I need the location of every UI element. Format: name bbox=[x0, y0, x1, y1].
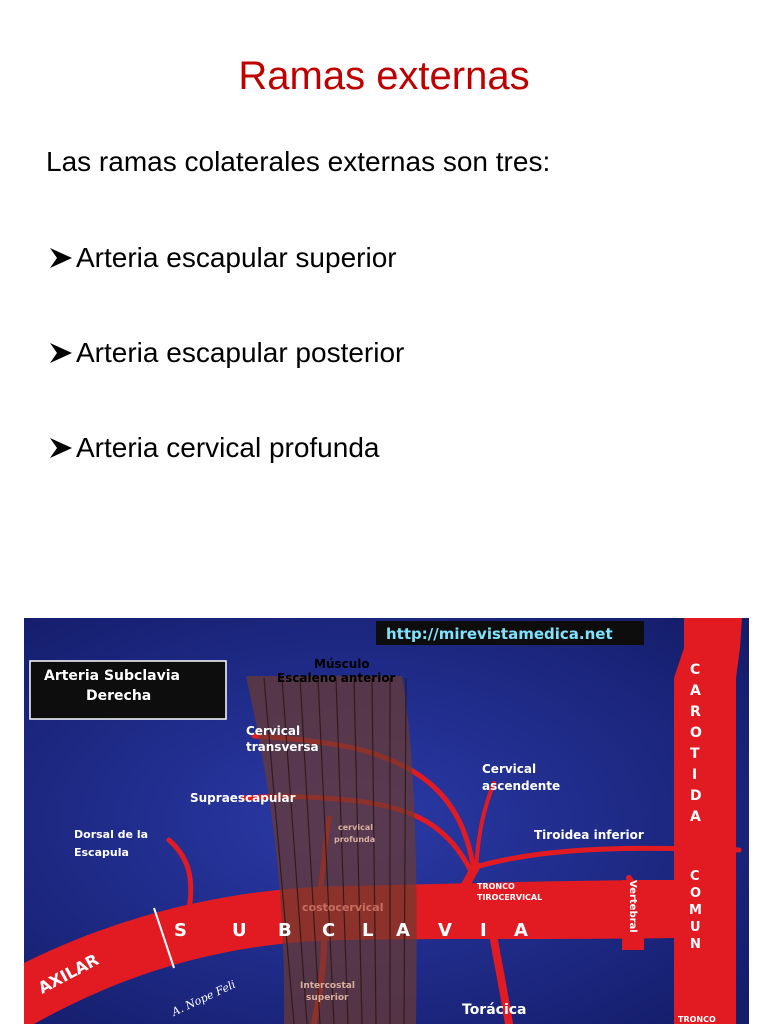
arrowhead-bullet-icon bbox=[50, 438, 72, 458]
subclavia-letter: A bbox=[514, 920, 528, 941]
bullet-item-cervical-profunda: Arteria cervical profunda bbox=[46, 428, 404, 468]
bullet-item-escapular-posterior: Arteria escapular posterior bbox=[46, 333, 404, 373]
carotida-letter: I bbox=[692, 767, 697, 783]
subclavia-letter: V bbox=[438, 920, 452, 941]
comun-letters: C O M U N bbox=[689, 869, 702, 952]
carotida-letter: T bbox=[690, 746, 700, 762]
label-toracica: Torácica bbox=[462, 1002, 527, 1018]
label-intercostal-1: Intercostal bbox=[300, 981, 355, 991]
branch-tiroidea-inferior bbox=[476, 845, 742, 869]
diagram-title-box bbox=[29, 660, 227, 720]
bullet-text: Arteria cervical profunda bbox=[76, 432, 380, 463]
label-tronco-1: TRONCO bbox=[477, 882, 515, 891]
bullet-list: Arteria escapular superior Arteria escap… bbox=[46, 238, 404, 523]
subclavia-letter: I bbox=[480, 920, 487, 941]
subclavia-letter: S bbox=[174, 920, 187, 941]
bullet-text: Arteria escapular posterior bbox=[76, 337, 405, 368]
label-musculo: Músculo bbox=[314, 657, 370, 671]
label-tronco-bottom: TRONCO bbox=[678, 1015, 716, 1024]
subclavia-letter: U bbox=[232, 920, 247, 941]
label-escaleno: Escaleno anterior bbox=[277, 671, 396, 685]
label-cervical-transversa-2: transversa bbox=[246, 740, 319, 754]
carotida-letter: C bbox=[690, 662, 700, 678]
label-dorsal-1: Dorsal de la bbox=[74, 828, 148, 841]
label-cervical-transversa-1: Cervical bbox=[246, 724, 300, 738]
carotida-letter: A bbox=[690, 809, 701, 825]
axilar-separator bbox=[153, 907, 175, 969]
label-cervical-ascendente-1: Cervical bbox=[482, 762, 536, 776]
label-cervical-ascendente-2: ascendente bbox=[482, 779, 560, 793]
branch-cervical-ascendente bbox=[474, 781, 496, 870]
subclavia-letter: C bbox=[322, 920, 335, 941]
subclavia-diagram: http://mirevistamedica.net Arteria Subcl… bbox=[24, 618, 749, 1024]
branch-toracica bbox=[490, 936, 513, 1024]
label-cervical-profunda-1: cervical bbox=[338, 823, 373, 832]
label-cervical-profunda-2: profunda bbox=[334, 835, 375, 844]
label-costocervical: costocervical bbox=[302, 901, 384, 914]
escaleno-anterior-muscle bbox=[246, 676, 417, 1024]
vertebral-vessel bbox=[622, 880, 644, 950]
carotida-letter: O bbox=[690, 725, 702, 741]
carotida-letter: A bbox=[690, 683, 701, 699]
label-tronco-2: TIROCERVICAL bbox=[477, 893, 542, 902]
arrowhead-bullet-icon bbox=[50, 343, 72, 363]
slide-title: Ramas externas bbox=[238, 54, 530, 98]
subclavia-letter: A bbox=[396, 920, 410, 941]
comun-letter: C bbox=[690, 869, 700, 884]
intro-text: Las ramas colaterales externas son tres: bbox=[46, 146, 551, 177]
subclavia-vessel bbox=[24, 880, 674, 1024]
carotida-letters: C A R O T I D A bbox=[690, 662, 702, 825]
url-text: http://mirevistamedica.net bbox=[386, 625, 613, 643]
bullet-item-escapular-superior: Arteria escapular superior bbox=[46, 238, 404, 278]
carotida-letter: R bbox=[690, 704, 701, 720]
diagram-title-line2: Derecha bbox=[86, 688, 151, 704]
subclavia-letter: B bbox=[278, 920, 292, 941]
arrowhead-bullet-icon bbox=[50, 248, 72, 268]
comun-letter: M bbox=[689, 903, 702, 918]
carotida-vessel bbox=[674, 618, 742, 1024]
label-dorsal-2: Escapula bbox=[74, 846, 129, 859]
branch-dorsal-escapula bbox=[166, 837, 194, 913]
comun-letter: O bbox=[690, 886, 701, 901]
comun-letter: N bbox=[690, 937, 701, 952]
label-tiroidea-inferior: Tiroidea inferior bbox=[534, 828, 644, 842]
subclavia-letter: L bbox=[362, 920, 373, 941]
label-intercostal-2: superior bbox=[306, 993, 349, 1003]
label-vertebral: Vertebral bbox=[627, 880, 638, 933]
branch-tronco-tirocervical bbox=[459, 861, 481, 893]
subclavia-letters: S U B C L A V I A bbox=[174, 920, 528, 941]
comun-letter: U bbox=[690, 920, 701, 935]
url-banner bbox=[376, 621, 644, 645]
bullet-text: Arteria escapular superior bbox=[76, 242, 397, 273]
label-supraescapular: Supraescapular bbox=[190, 791, 296, 805]
carotida-letter: D bbox=[690, 788, 702, 804]
diagram-title-line1: Arteria Subclavia bbox=[44, 668, 180, 684]
